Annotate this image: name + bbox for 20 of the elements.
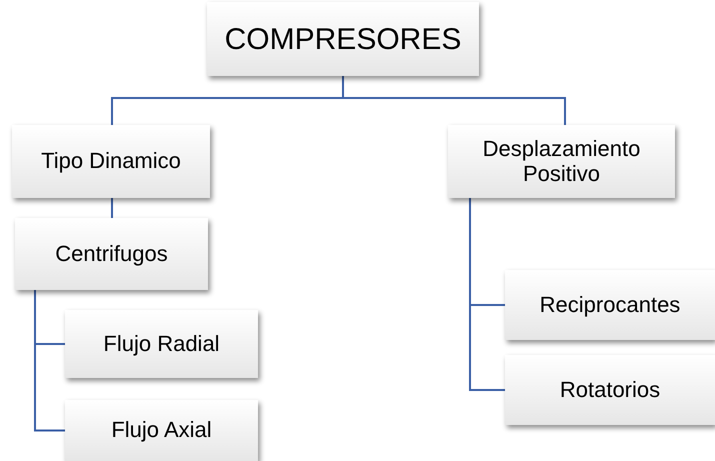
node-label: Flujo Radial (103, 332, 220, 356)
node-box (505, 355, 715, 425)
node-box (15, 218, 208, 290)
node-box (12, 125, 210, 198)
node-label: Reciprocantes (540, 292, 680, 318)
node-box (65, 400, 258, 461)
node-label: Desplazamiento Positivo (482, 137, 642, 186)
node-label: COMPRESORES (224, 22, 462, 56)
connector-line (111, 198, 113, 218)
node-label: Rotatorios (560, 378, 660, 402)
connector-line (342, 76, 566, 125)
node-box (505, 270, 715, 340)
node-label: Flujo Axial (111, 418, 212, 443)
node-box (448, 125, 675, 198)
connector-line (469, 198, 505, 391)
node-box (207, 2, 479, 76)
node-label: Centrifugos (55, 242, 168, 266)
connector-line (34, 290, 65, 432)
node-box (65, 310, 258, 378)
node-label: Tipo Dinamico (41, 149, 181, 174)
